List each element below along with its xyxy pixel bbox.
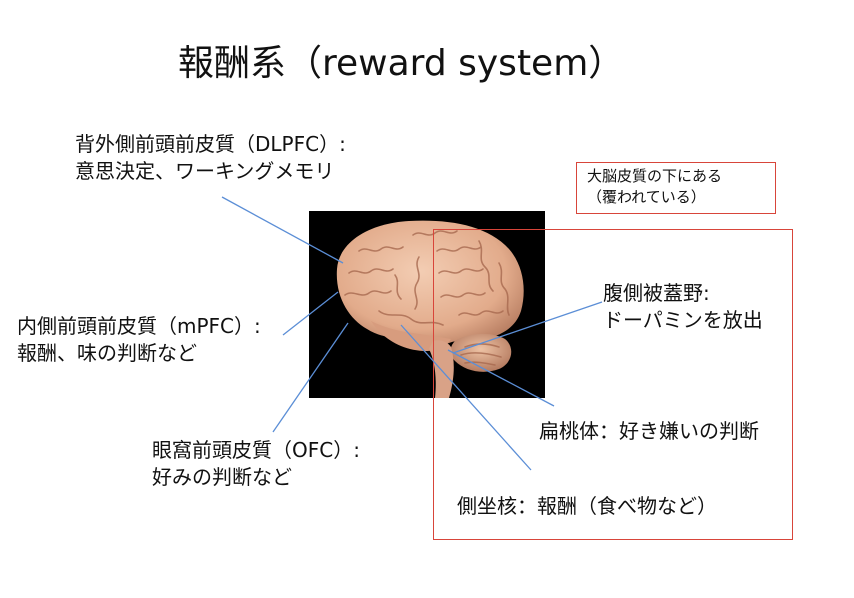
leader-line-vta: [453, 302, 602, 353]
label-mpfc-function: 報酬、味の判断など: [17, 340, 261, 367]
label-dlpfc-function: 意思決定、ワーキングメモリ: [75, 158, 346, 185]
label-vta: 腹側被蓋野: ドーパミンを放出: [603, 280, 763, 334]
label-ofc: 眼窩前頭皮質（OFC）: 好みの判断など: [152, 437, 360, 491]
label-ofc-name: 眼窩前頭皮質（OFC）:: [152, 437, 360, 464]
label-dlpfc: 背外側前頭前皮質（DLPFC）: 意思決定、ワーキングメモリ: [75, 131, 346, 185]
label-amygdala: 扁桃体：好き嫌いの判断: [539, 418, 759, 445]
label-ofc-function: 好みの判断など: [152, 464, 360, 491]
label-mpfc-name: 内側前頭前皮質（mPFC）:: [17, 313, 261, 340]
leader-line-dlpfc: [222, 197, 343, 263]
leader-line-mpfc: [283, 292, 338, 335]
label-vta-function: ドーパミンを放出: [603, 307, 763, 334]
label-mpfc: 内側前頭前皮質（mPFC）: 報酬、味の判断など: [17, 313, 261, 367]
label-vta-name: 腹側被蓋野:: [603, 280, 763, 307]
label-nucleus-accumbens: 側坐核：報酬（食べ物など）: [457, 493, 717, 520]
label-dlpfc-name: 背外側前頭前皮質（DLPFC）:: [75, 131, 346, 158]
leader-line-nac: [401, 325, 531, 470]
leader-line-amygdala: [448, 350, 554, 406]
leader-line-ofc: [273, 323, 348, 432]
